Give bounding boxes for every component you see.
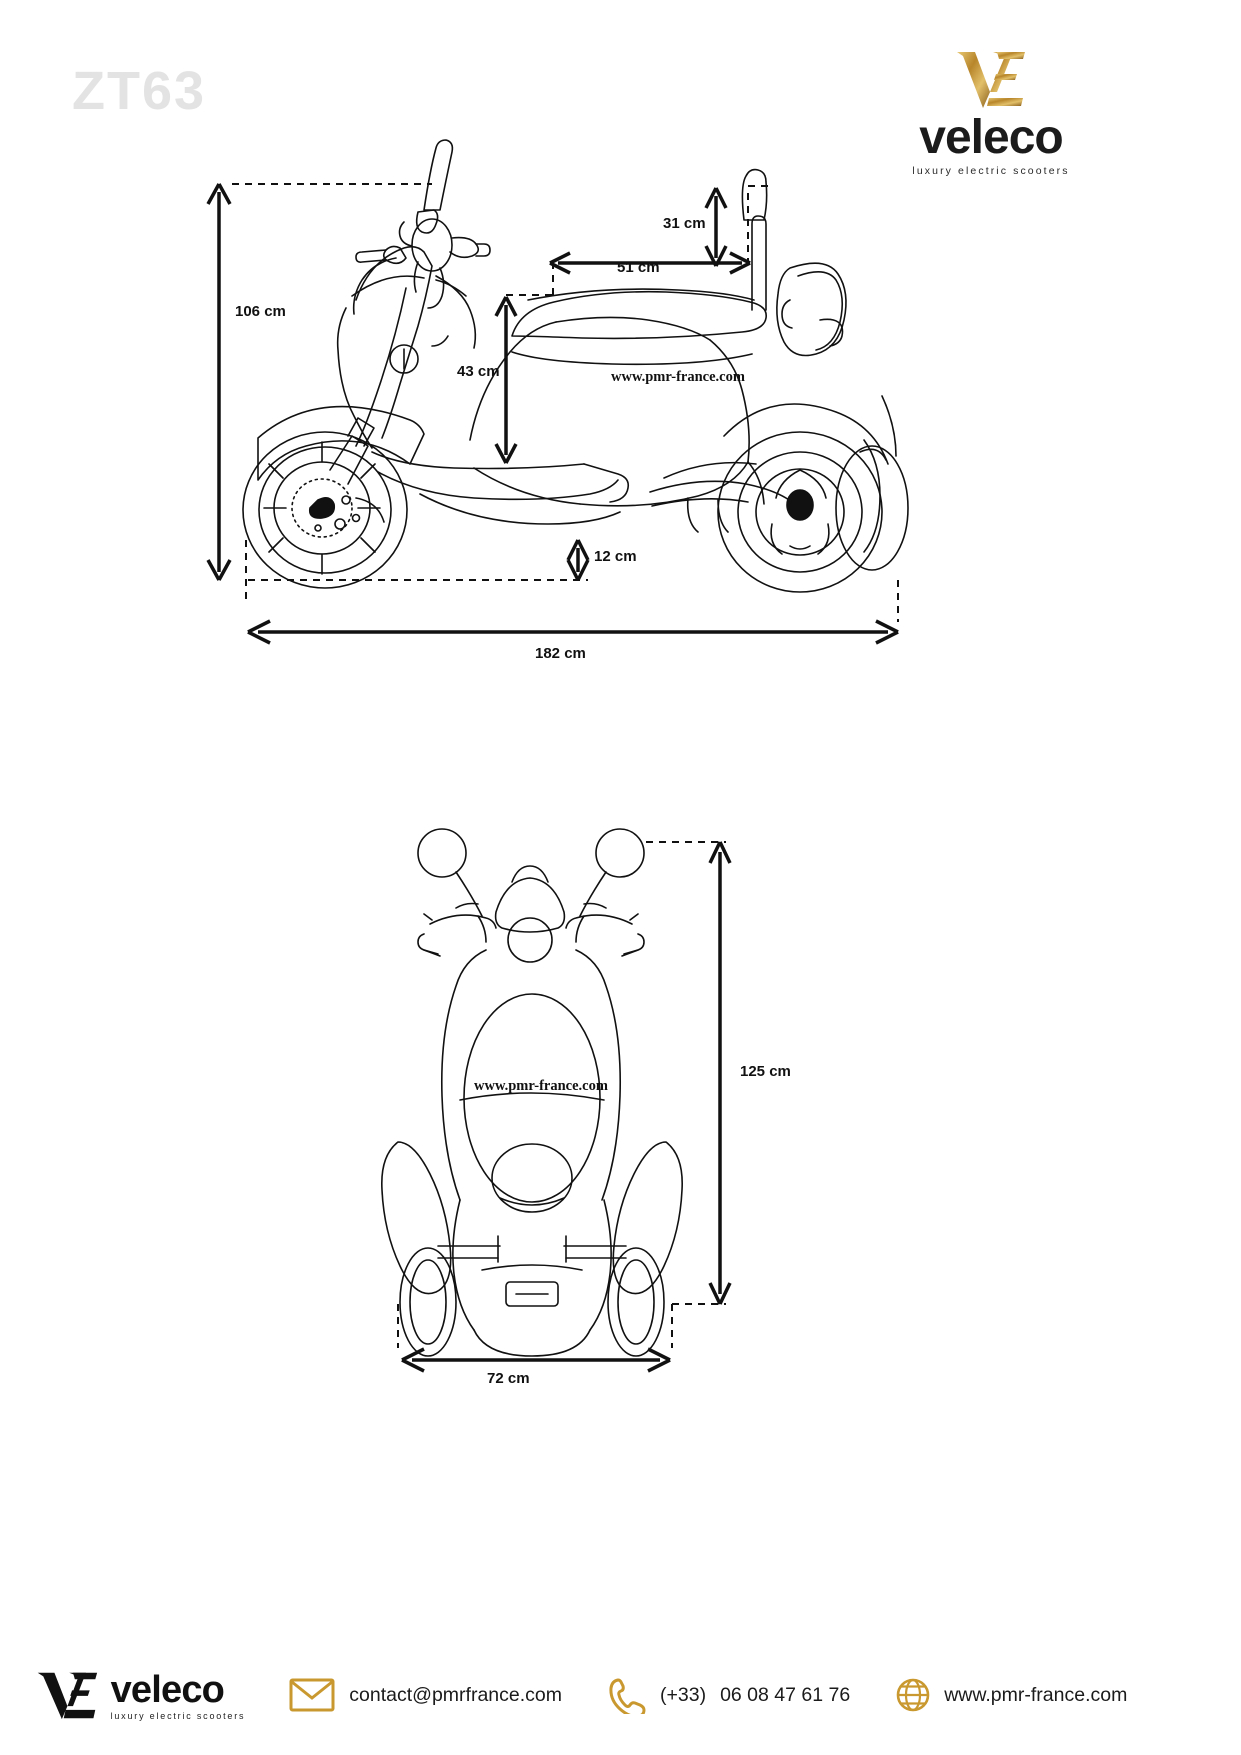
dim-label-seat-length: 51 cm: [617, 259, 660, 276]
dim-label-seat-height: 43 cm: [457, 363, 500, 380]
dim-label-overall-width: 72 cm: [487, 1370, 530, 1387]
dim-label-backrest-height: 31 cm: [663, 215, 706, 232]
footer-phone-prefix: (+33): [660, 1683, 707, 1706]
front-view-dimension-lines: [0, 800, 1241, 1540]
brand-name: veleco: [919, 111, 1063, 164]
footer-website-item[interactable]: www.pmr-france.com: [896, 1678, 1127, 1712]
footer-phone-item[interactable]: (+33) 06 08 47 61 76: [608, 1676, 850, 1714]
side-view-watermark: www.pmr-france.com: [611, 369, 745, 385]
veleco-v-monogram-icon: [37, 1672, 98, 1720]
footer-website-text: www.pmr-france.com: [944, 1683, 1128, 1706]
brand-tagline: luxury electric scooters: [912, 165, 1070, 177]
footer-email-item[interactable]: contact@pmrfrance.com: [289, 1678, 562, 1712]
veleco-v-monogram-icon: [957, 52, 1025, 108]
footer-contact-bar: veleco luxury electric scooters contact@…: [0, 1635, 1241, 1755]
phone-icon: [609, 1678, 646, 1714]
dim-label-overall-height-front: 125 cm: [740, 1063, 791, 1080]
footer-brand-tagline: luxury electric scooters: [110, 1711, 246, 1721]
front-view-watermark: www.pmr-france.com: [474, 1078, 608, 1094]
dim-label-overall-length: 182 cm: [535, 645, 586, 662]
dim-label-ground-clearance: 12 cm: [594, 548, 637, 565]
footer-brand-logo: veleco luxury electric scooters: [34, 1669, 245, 1721]
footer-email-text: contact@pmrfrance.com: [349, 1683, 562, 1706]
brand-logo-header: veleco luxury electric scooters: [861, 48, 1121, 177]
dim-label-overall-height: 106 cm: [235, 303, 286, 320]
footer-phone-number: 06 08 47 61 76: [720, 1683, 851, 1706]
globe-icon: [896, 1678, 930, 1712]
envelope-icon: [289, 1678, 335, 1712]
footer-brand-name: veleco: [110, 1668, 225, 1711]
scooter-side-view: [0, 0, 1241, 720]
scooter-front-view: [0, 800, 1241, 1420]
side-view-dimension-lines: [0, 0, 1241, 720]
model-code-watermark: ZT63: [72, 61, 207, 121]
